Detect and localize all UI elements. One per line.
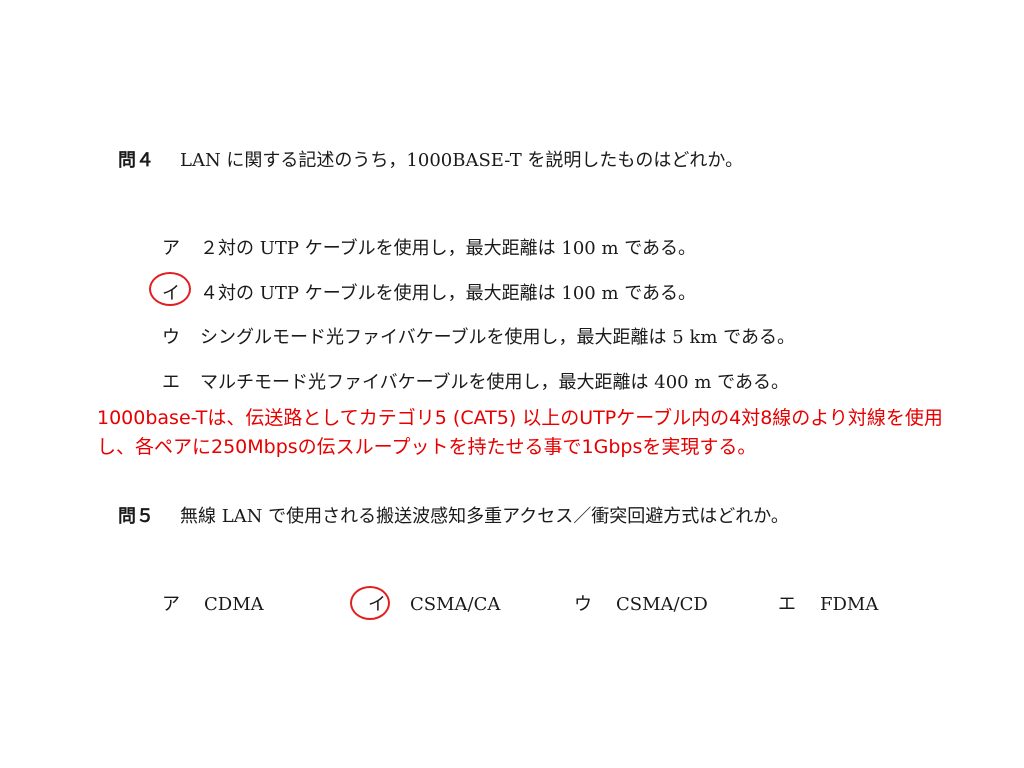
q5-option-d-letter: エ [778,594,796,615]
q4-answer-circle [149,272,191,306]
question-5-title: 問５ 無線 LAN で使用される搬送波感知多重アクセス／衝突回避方式はどれか。 [118,502,789,528]
q4-option-a: ア ２対の UTP ケーブルを使用し，最大距離は 100 m である。 [162,234,696,260]
q5-option-d-text: FDMA [820,594,879,615]
q5-option-b-text: CSMA/CA [410,594,501,615]
q4-option-b-text: ４対の UTP ケーブルを使用し，最大距離は 100 m である。 [200,283,697,304]
question-5-number: 問５ [118,506,154,527]
q4-option-c: ウシングルモード光ファイバケーブルを使用し，最大距離は 5 km である。 [162,323,795,349]
q5-option-c-text: CSMA/CD [616,594,708,615]
q5-option-c-letter: ウ [574,594,592,615]
q5-option-c: ウ CSMA/CD [574,590,708,616]
q5-option-a-text: CDMA [204,594,264,615]
q4-option-d: エマルチモード光ファイバケーブルを使用し，最大距離は 400 m である。 [162,368,789,394]
q5-answer-circle [350,586,390,620]
q4-option-c-text: シングルモード光ファイバケーブルを使用し，最大距離は 5 km である。 [200,327,795,348]
q4-option-d-letter: エ [162,372,180,393]
question-5-text: 無線 LAN で使用される搬送波感知多重アクセス／衝突回避方式はどれか。 [180,506,789,527]
q5-option-d: エ FDMA [778,590,878,616]
q4-option-a-letter: ア [162,238,180,259]
question-4-title: 問４ LAN に関する記述のうち，1000BASE-T を説明したものはどれか。 [118,146,743,172]
q5-option-a: ア CDMA [162,590,264,616]
annotation-note: 1000base-Tは、伝送路としてカテゴリ5 (CAT5) 以上のUTPケーブ… [97,407,943,458]
question-4-text: LAN に関する記述のうち，1000BASE-T を説明したものはどれか。 [180,150,744,171]
q4-option-c-letter: ウ [162,327,180,348]
q5-option-a-letter: ア [162,594,180,615]
q4-option-a-text: ２対の UTP ケーブルを使用し，最大距離は 100 m である。 [200,238,697,259]
q4-option-d-text: マルチモード光ファイバケーブルを使用し，最大距離は 400 m である。 [200,372,789,393]
question-4-number: 問４ [118,150,154,171]
